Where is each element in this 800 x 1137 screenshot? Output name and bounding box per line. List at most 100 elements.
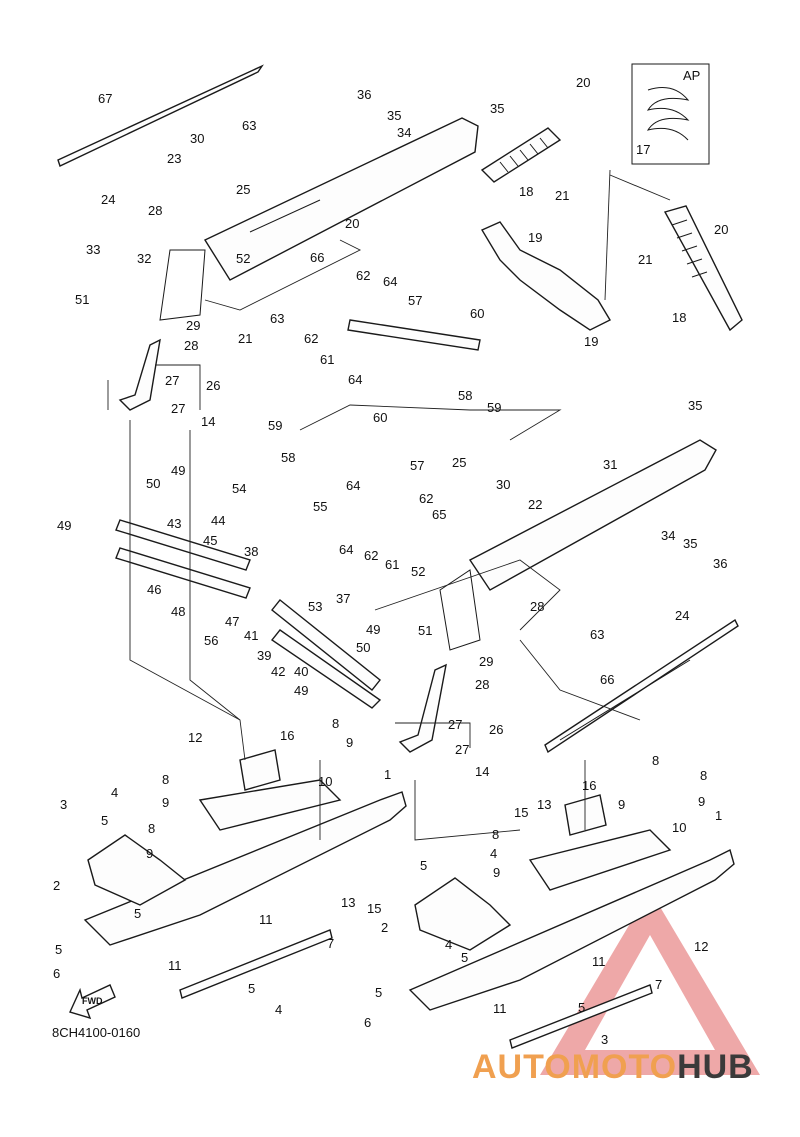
callout-41: 41	[244, 628, 258, 643]
callout-62: 62	[364, 548, 378, 563]
callout-2: 2	[53, 878, 60, 893]
callout-28: 28	[184, 338, 198, 353]
callout-4: 4	[445, 937, 452, 952]
callout-3: 3	[60, 797, 67, 812]
callout-35: 35	[387, 108, 401, 123]
callout-56: 56	[204, 633, 218, 648]
callout-26: 26	[489, 722, 503, 737]
callout-8: 8	[148, 821, 155, 836]
callout-4: 4	[490, 846, 497, 861]
callout-61: 61	[320, 352, 334, 367]
watermark-text: AUTOMOTOHUB	[472, 1048, 754, 1087]
watermark-triangle	[540, 890, 760, 1075]
watermark-part1: AUTOMOTO	[472, 1048, 678, 1086]
callout-20: 20	[714, 222, 728, 237]
callout-49: 49	[171, 463, 185, 478]
callout-10: 10	[672, 820, 686, 835]
callout-10: 10	[318, 774, 332, 789]
ski-saddle-right	[564, 794, 607, 836]
callout-29: 29	[186, 318, 200, 333]
callout-5: 5	[375, 985, 382, 1000]
callout-9: 9	[146, 846, 153, 861]
callout-62: 62	[356, 268, 370, 283]
callout-9: 9	[493, 865, 500, 880]
callout-27: 27	[448, 717, 462, 732]
callout-17: 17	[636, 142, 650, 157]
callout-11: 11	[493, 1001, 507, 1016]
callout-54: 54	[232, 481, 246, 496]
callout-50: 50	[146, 476, 160, 491]
callout-9: 9	[618, 797, 625, 812]
bracket-19	[480, 221, 611, 331]
callout-57: 57	[408, 293, 422, 308]
callout-2: 2	[381, 920, 388, 935]
callout-11: 11	[168, 958, 182, 973]
ski-left	[83, 779, 407, 999]
callout-16: 16	[280, 728, 294, 743]
callout-61: 61	[385, 557, 399, 572]
callout-27: 27	[455, 742, 469, 757]
callout-25: 25	[452, 455, 466, 470]
callout-25: 25	[236, 182, 250, 197]
callout-64: 64	[346, 478, 360, 493]
leader-lines	[107, 169, 671, 841]
callout-58: 58	[458, 388, 472, 403]
callout-63: 63	[270, 311, 284, 326]
callout-1: 1	[384, 767, 391, 782]
callout-66: 66	[310, 250, 324, 265]
callout-11: 11	[259, 912, 273, 927]
callout-62: 62	[419, 491, 433, 506]
callout-11: 11	[592, 954, 606, 969]
callout-26: 26	[206, 378, 220, 393]
callout-51: 51	[75, 292, 89, 307]
callout-8: 8	[700, 768, 707, 783]
callout-60: 60	[373, 410, 387, 425]
callout-5: 5	[55, 942, 62, 957]
callout-5: 5	[461, 950, 468, 965]
shock-absorber-right	[663, 205, 743, 332]
callout-27: 27	[171, 401, 185, 416]
callout-15: 15	[367, 901, 381, 916]
callout-9: 9	[346, 735, 353, 750]
callout-13: 13	[537, 797, 551, 812]
callout-8: 8	[162, 772, 169, 787]
callout-6: 6	[364, 1015, 371, 1030]
callout-35: 35	[490, 101, 504, 116]
callout-52: 52	[411, 564, 425, 579]
callout-5: 5	[578, 1000, 585, 1015]
callout-40: 40	[294, 664, 308, 679]
callout-34: 34	[661, 528, 675, 543]
callout-27: 27	[165, 373, 179, 388]
callout-24: 24	[101, 192, 115, 207]
callout-22: 22	[528, 497, 542, 512]
callout-51: 51	[418, 623, 432, 638]
callout-45: 45	[203, 533, 217, 548]
callout-48: 48	[171, 604, 185, 619]
callout-52: 52	[236, 251, 250, 266]
callout-67: 67	[98, 91, 112, 106]
callout-30: 30	[190, 131, 204, 146]
stabilizer-link-upper	[347, 319, 481, 351]
callout-38: 38	[244, 544, 258, 559]
callout-12: 12	[694, 939, 708, 954]
callout-4: 4	[275, 1002, 282, 1017]
callout-5: 5	[101, 813, 108, 828]
decal-strip-66	[544, 618, 739, 754]
fwd-label: FWD	[82, 996, 103, 1006]
callout-36: 36	[357, 87, 371, 102]
callout-16: 16	[582, 778, 596, 793]
callout-49: 49	[57, 518, 71, 533]
callout-4: 4	[111, 785, 118, 800]
callout-32: 32	[137, 251, 151, 266]
callout-63: 63	[242, 118, 256, 133]
watermark-part2: HUB	[677, 1048, 754, 1086]
callout-8: 8	[492, 827, 499, 842]
callout-37: 37	[336, 591, 350, 606]
callout-63: 63	[590, 627, 604, 642]
callout-3: 3	[601, 1032, 608, 1047]
callout-64: 64	[348, 372, 362, 387]
callout-5: 5	[248, 981, 255, 996]
callout-34: 34	[397, 125, 411, 140]
callout-36: 36	[713, 556, 727, 571]
